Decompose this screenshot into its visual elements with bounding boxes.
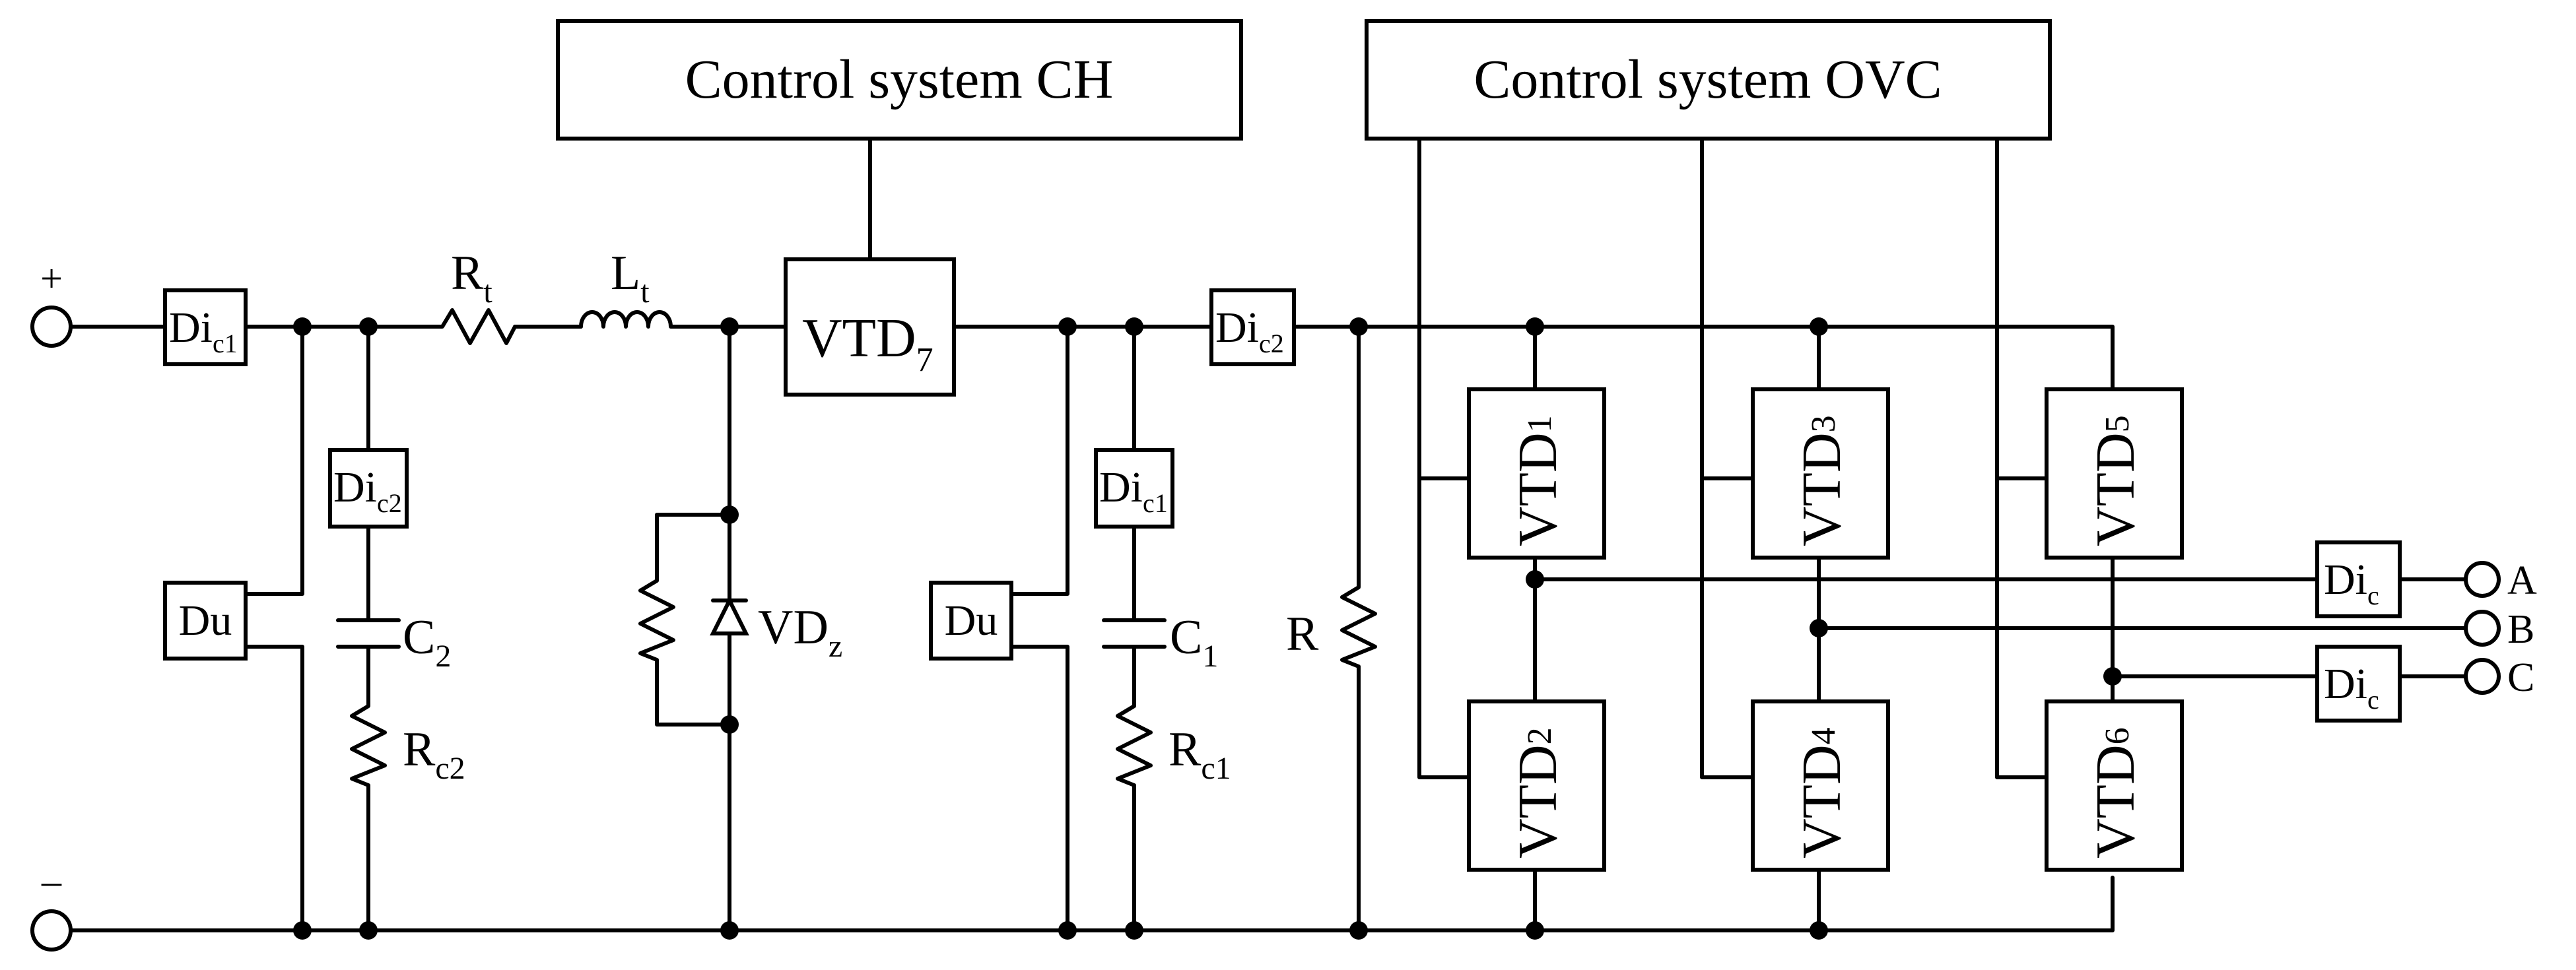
terminal-plus: [30, 306, 73, 348]
junction-dot: [1125, 317, 1143, 336]
junction-dot: [359, 921, 378, 940]
inductor-lt: Lt: [579, 246, 673, 329]
capacitor-c1-label: C1: [1170, 610, 1218, 674]
junction-dot: [720, 715, 739, 734]
junction-dot: [1125, 921, 1143, 940]
transistor-vtd6-label: VTD6: [2085, 727, 2146, 858]
zener-diode-vdz: VDz: [710, 596, 842, 664]
capacitor-c2-label: C2: [403, 610, 451, 674]
transistor-vtd2-label: VTD2: [1507, 727, 1569, 858]
sensor-dic1-middle: Dic1: [1094, 448, 1174, 529]
resistor-rc2-label: Rc2: [403, 723, 465, 786]
resistor-rt-label: Rt: [451, 246, 492, 309]
terminal-b-label: B: [2507, 607, 2534, 652]
sensor-du-left-label: Du: [179, 597, 232, 645]
junction-dots: [293, 317, 2122, 940]
junction-dot: [1058, 921, 1077, 940]
junction-dot: [1526, 317, 1544, 336]
transistor-vtd4: VTD4: [1751, 699, 1890, 872]
sensor-du-left: Du: [163, 581, 248, 661]
resistor-rc1-label: Rc1: [1169, 723, 1231, 786]
resistor-zener-parallel: [638, 571, 675, 668]
sensor-dic-phase-c: Dic: [2315, 645, 2402, 723]
sensor-dic1-middle-label: Dic1: [1099, 463, 1168, 518]
control-system-ch: Control system CH: [556, 19, 1243, 141]
resistor-rt: Rt: [430, 246, 517, 345]
terminal-c: [2464, 658, 2501, 695]
sensor-dic-phase-a: Dic: [2315, 540, 2402, 618]
sensor-dic1-input: Dic1: [163, 288, 248, 366]
junction-dot: [1058, 317, 1077, 336]
resistor-rc1: Rc1: [1116, 696, 1231, 792]
transistor-vtd3: VTD3: [1751, 387, 1890, 560]
transistor-vtd3-label: VTD3: [1791, 415, 1852, 546]
junction-dot: [293, 921, 312, 940]
sensor-dic2-bus-label: Dic2: [1215, 304, 1284, 358]
resistor-r: R: [1286, 575, 1377, 675]
junction-dot: [720, 317, 739, 336]
terminal-minus-label: –: [41, 859, 62, 903]
wires: [67, 137, 2468, 932]
terminal-b: [2464, 610, 2501, 647]
sensor-du-middle: Du: [929, 581, 1013, 661]
transistor-vtd7-label: VTD7: [802, 307, 933, 379]
terminal-plus-label: +: [40, 257, 63, 300]
zener-diode-label: VDz: [758, 600, 842, 664]
transistor-vtd1-label: VTD1: [1507, 415, 1569, 546]
sensor-du-middle-label: Du: [945, 597, 998, 645]
control-system-ch-label: Control system CH: [685, 49, 1114, 110]
junction-dot: [359, 317, 378, 336]
transistor-vtd1: VTD1: [1467, 387, 1606, 560]
resistor-r-label: R: [1286, 607, 1319, 661]
junction-dot: [1810, 619, 1828, 637]
transistor-vtd5: VTD5: [2045, 387, 2184, 560]
terminal-a: [2464, 561, 2501, 598]
junction-dot: [1526, 570, 1544, 589]
terminals: + – A B C: [30, 257, 2537, 952]
junction-dot: [293, 317, 312, 336]
sensor-dic2-left-label: Dic2: [333, 463, 402, 518]
control-system-ovc-label: Control system OVC: [1474, 49, 1942, 110]
transistor-vtd6: VTD6: [2045, 699, 2184, 872]
junction-dot: [1810, 317, 1828, 336]
control-system-ovc: Control system OVC: [1365, 19, 2052, 141]
junction-dot: [1349, 317, 1368, 336]
transistor-vtd7: VTD7: [784, 257, 956, 397]
junction-dot: [1810, 921, 1828, 940]
sensor-dic2-bus: Dic2: [1209, 288, 1296, 366]
resistor-rc2: Rc2: [350, 696, 465, 792]
junction-dot: [2103, 667, 2122, 686]
capacitor-c2: C2: [336, 610, 451, 674]
transistor-vtd2: VTD2: [1467, 699, 1606, 872]
transistor-vtd4-label: VTD4: [1791, 727, 1852, 858]
terminal-c-label: C: [2507, 655, 2534, 700]
inductor-lt-label: Lt: [611, 246, 650, 309]
junction-dot: [1526, 921, 1544, 940]
sensor-dic1-input-label: Dic1: [169, 304, 238, 358]
terminal-minus: [30, 909, 73, 952]
capacitor-c1: C1: [1102, 610, 1218, 674]
sensor-dic2-left: Dic2: [328, 448, 409, 529]
junction-dot: [1349, 921, 1368, 940]
sensor-dic-phase-c-label: Dic: [2324, 660, 2379, 715]
junction-dot: [720, 921, 739, 940]
transistor-vtd5-label: VTD5: [2085, 415, 2146, 546]
junction-dot: [720, 505, 739, 524]
terminal-a-label: A: [2507, 558, 2537, 603]
sensor-dic-phase-a-label: Dic: [2324, 556, 2379, 610]
